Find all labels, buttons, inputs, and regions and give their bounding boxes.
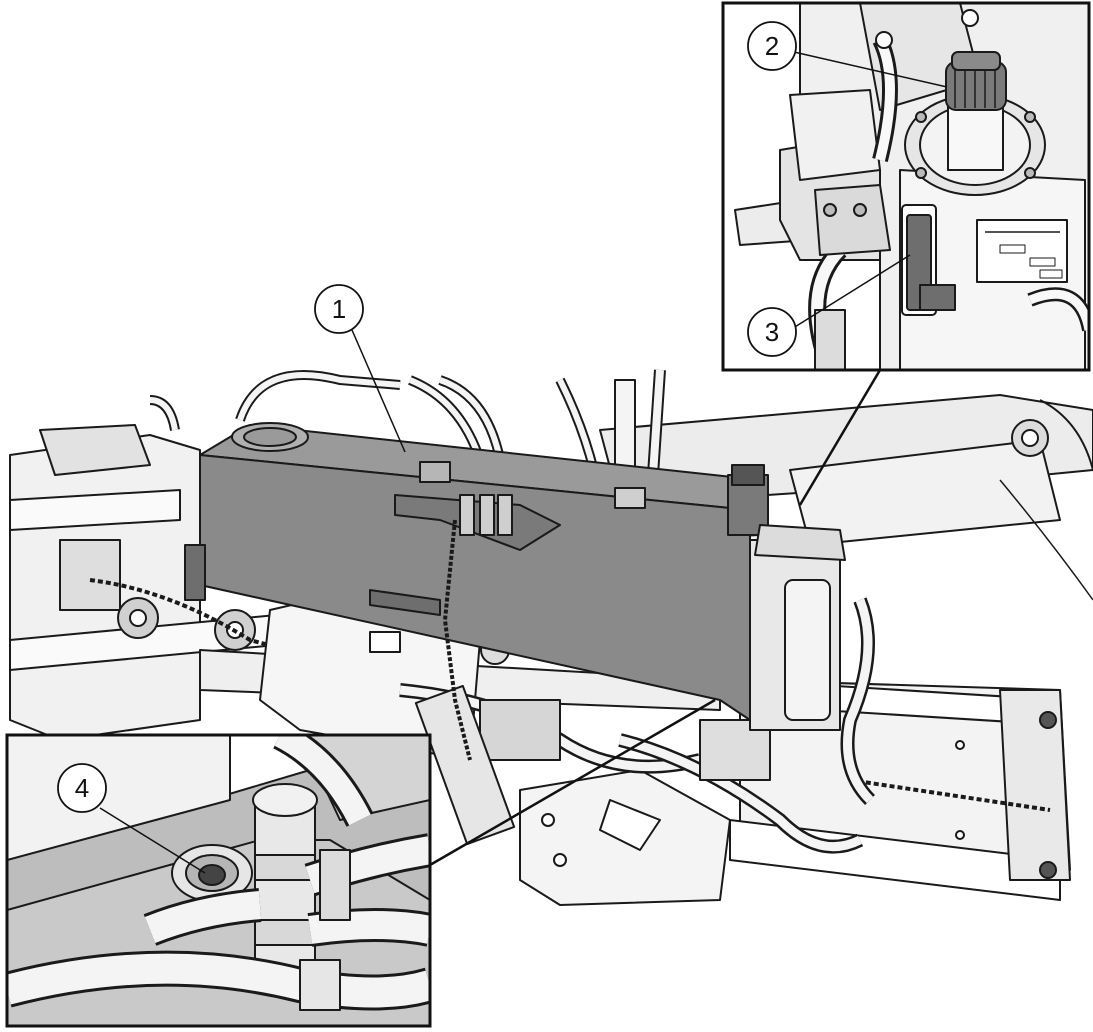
- hydraulic-tank: [184, 422, 846, 761]
- inset-frame: [5, 733, 432, 1028]
- callout-label-3: 3: [765, 317, 779, 347]
- callout-4: 4: [57, 763, 107, 813]
- callout-label-2: 2: [765, 31, 779, 61]
- leader-lines: [99, 51, 948, 874]
- inset-drain-plug: [5, 733, 432, 1028]
- inset-filler-and-gauge: [721, 1, 1091, 372]
- inset-connector-lines: [429, 369, 882, 867]
- inset-frame: [721, 1, 1091, 372]
- callout-label-1: 1: [332, 294, 346, 324]
- callout-1: 1: [314, 284, 364, 334]
- callout-2: 2: [747, 21, 797, 71]
- machine-frame: [9, 369, 1093, 906]
- callout-3: 3: [747, 307, 797, 357]
- callout-label-4: 4: [75, 773, 89, 803]
